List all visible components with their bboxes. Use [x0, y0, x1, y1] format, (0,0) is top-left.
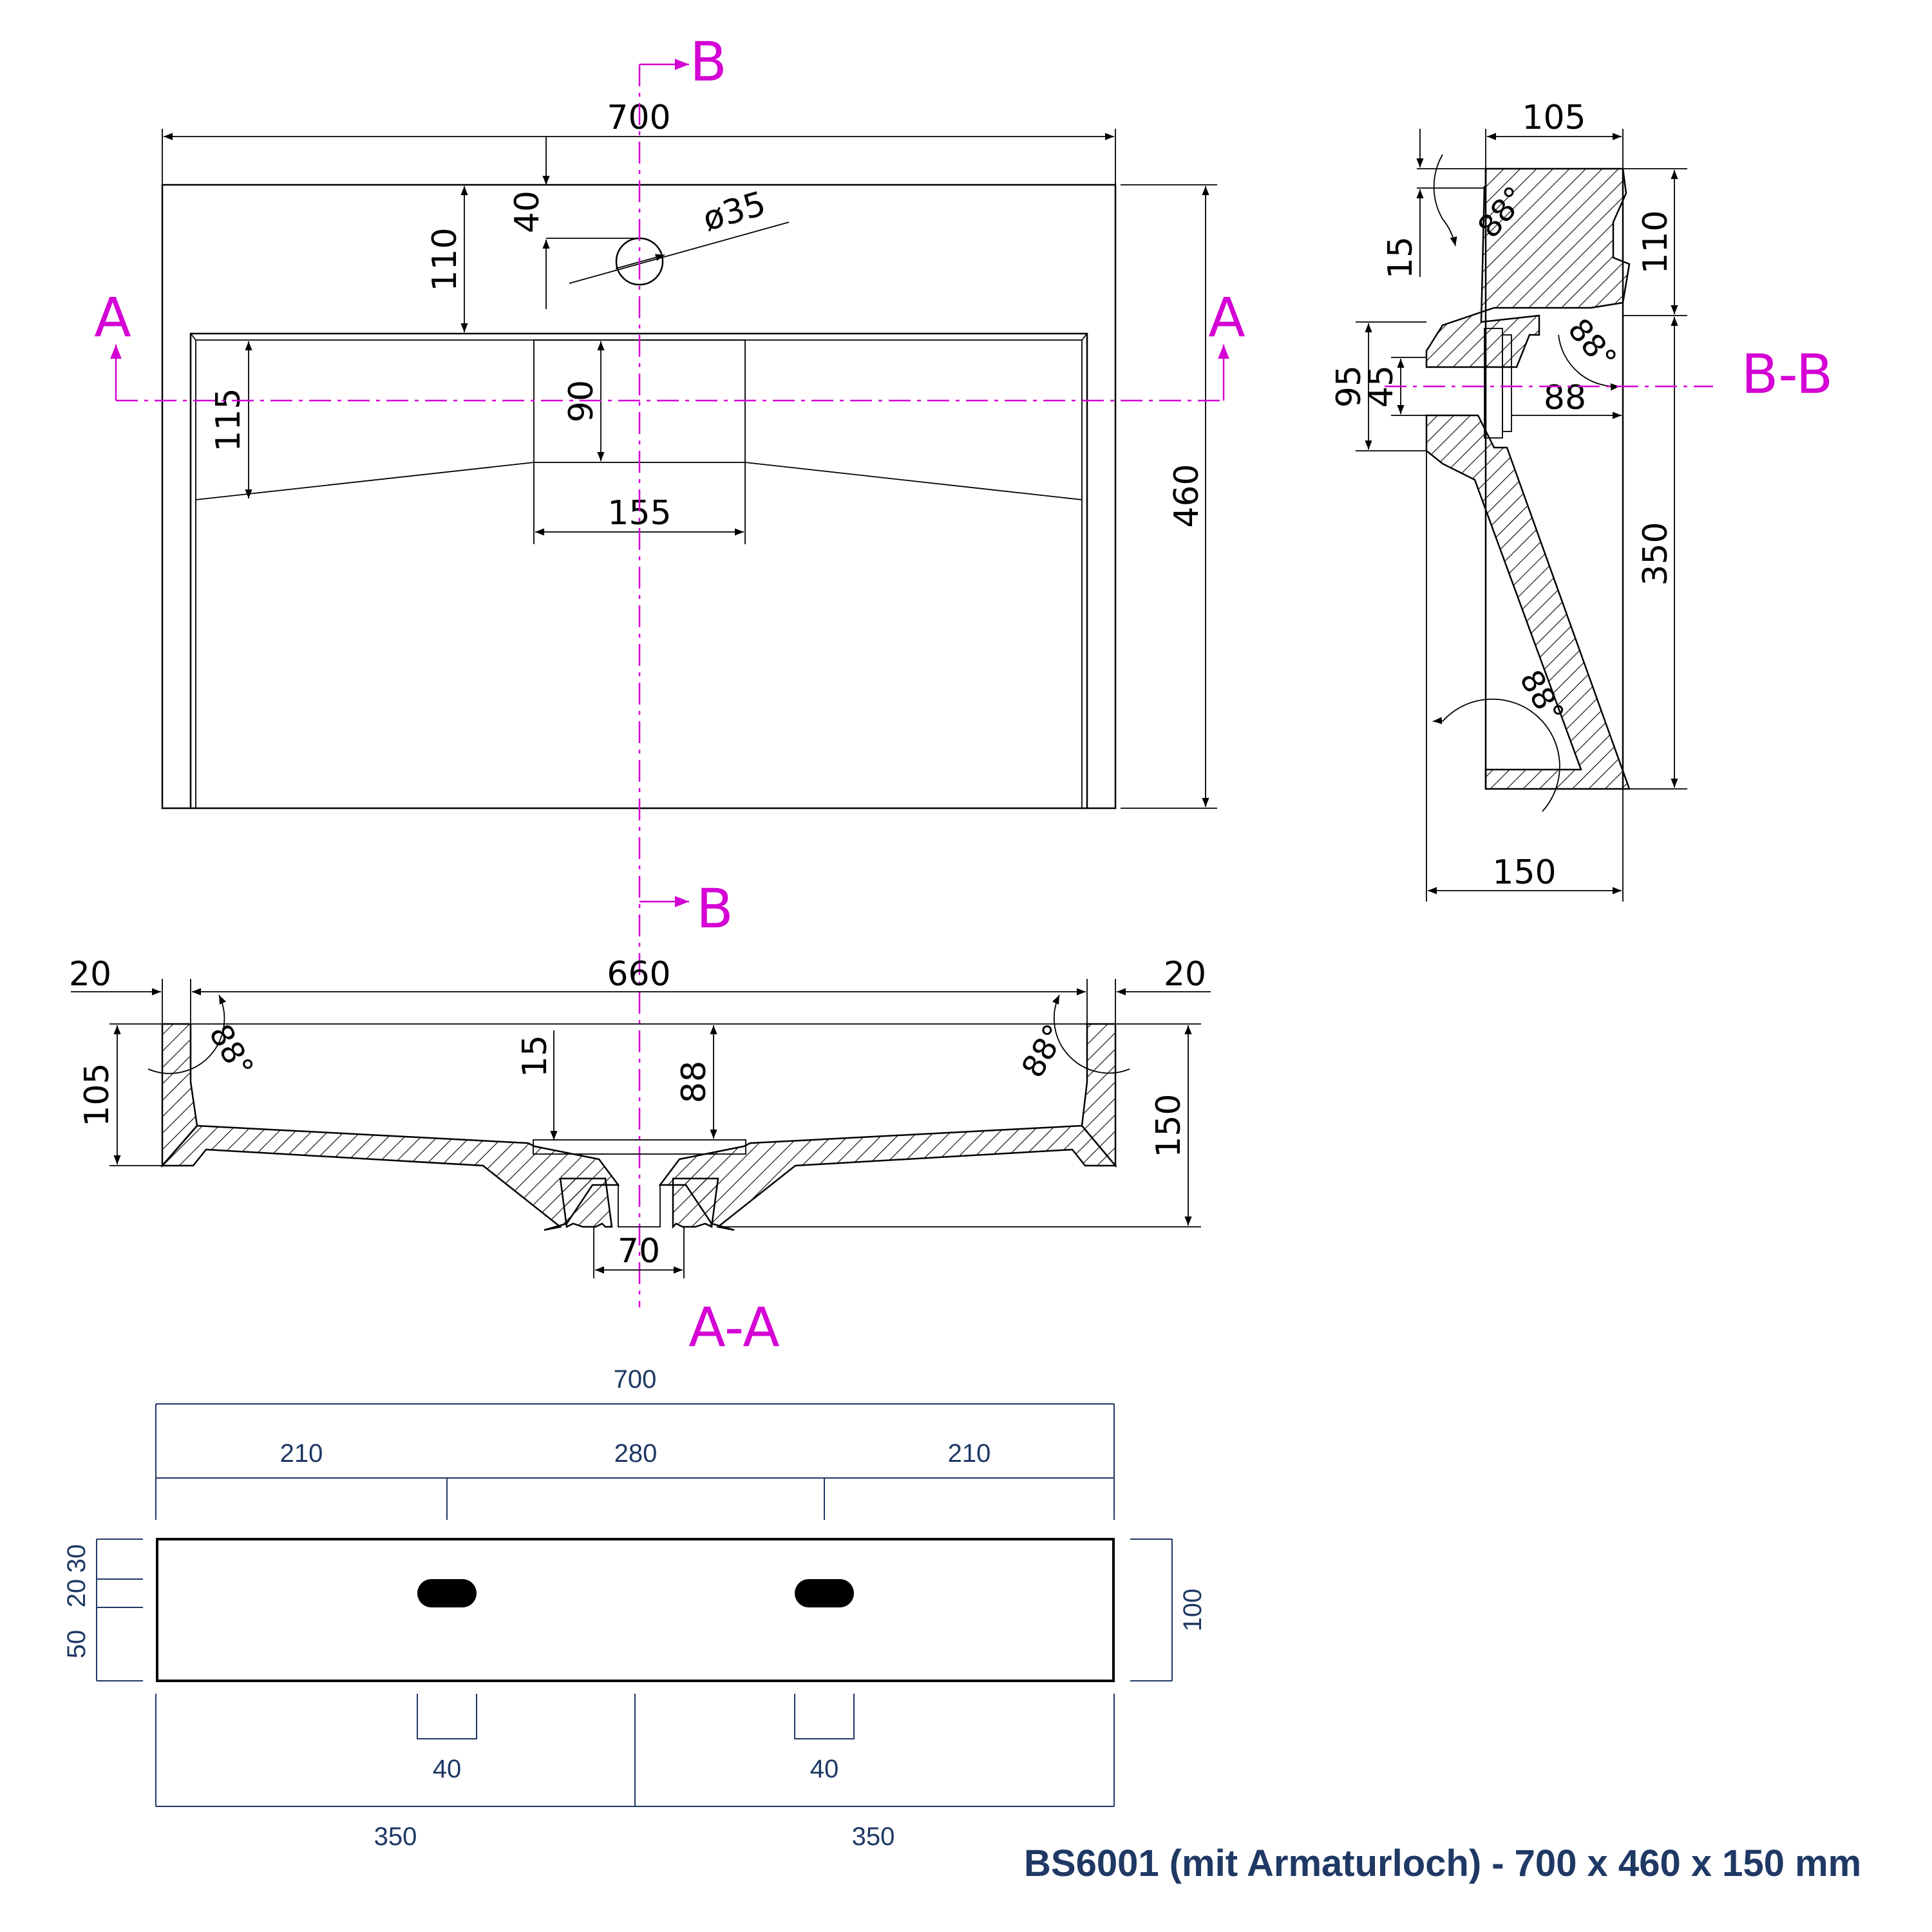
dim-aa-rim-right: 20: [1164, 955, 1206, 994]
dim-hole-to-top: 40: [508, 191, 547, 233]
drawing-title: BS6001 (mit Armaturloch) - 700 x 460 x 1…: [1024, 1842, 1862, 1884]
dim-bv-half-right: 350: [852, 1823, 895, 1851]
dim-bv-height-mid: 20: [62, 1579, 91, 1608]
dim-bv-overall-width: 700: [614, 1365, 657, 1394]
basin-inner-edge: [189, 332, 1088, 808]
dim-bb-top-thickness: 15: [1381, 236, 1420, 279]
dim-bb-drain-depth: 88: [1544, 379, 1586, 417]
section-mark-b-bottom: B: [696, 877, 734, 940]
dim-bb-upper-height: 110: [1636, 210, 1675, 274]
section-a-a: 20 660 20 105 150 15 88 70 88° 88: [69, 955, 1211, 1359]
section-aa-drain-right: [672, 1177, 719, 1229]
angle-aa-left: 88°: [202, 1018, 260, 1084]
angle-aa-right: 88°: [1015, 1018, 1074, 1084]
dim-faucet-offset: 110: [426, 227, 464, 291]
bottom-view-outline: [156, 1538, 1115, 1682]
angle-bb-mid: 88°: [1560, 312, 1624, 377]
dim-aa-inner-depth: 88: [675, 1061, 714, 1103]
dim-aa-total-height: 150: [1150, 1094, 1188, 1157]
dim-bv-slot-right: 40: [810, 1755, 839, 1783]
dim-aa-inner-width: 660: [607, 955, 670, 994]
dim-bv-seg-mid: 280: [614, 1439, 658, 1468]
section-aa-bottom-left: [160, 1124, 620, 1231]
dim-bv-height-total: 100: [1179, 1589, 1207, 1632]
dim-bv-slot-left: 40: [433, 1755, 462, 1783]
dim-aa-bottom-thickness: 15: [516, 1035, 554, 1077]
dim-top-height: 460: [1168, 464, 1206, 527]
dim-bv-height-bot: 50: [62, 1630, 91, 1659]
section-aa-drain-hole: [618, 1184, 661, 1227]
dim-aa-side-height: 105: [78, 1063, 117, 1126]
section-label-bb: B-B: [1741, 343, 1833, 406]
dim-bv-height-top: 30: [62, 1544, 91, 1573]
dim-aa-drain-width: 70: [618, 1232, 660, 1271]
section-mark-a-left: A: [94, 286, 131, 349]
bottom-view: 700 210 280 210 30 20 50 100 40 40: [62, 1365, 1207, 1851]
section-b-b: 105 15 110 350 95 45 88 150: [1330, 99, 1833, 902]
dim-bv-half-left: 350: [374, 1823, 417, 1851]
dim-bb-lower-height: 350: [1636, 522, 1675, 585]
dim-aa-rim-left: 20: [69, 955, 111, 994]
section-mark-a-right: A: [1208, 286, 1245, 349]
dim-bb-top-width: 105: [1522, 99, 1586, 137]
dim-bv-seg-left: 210: [280, 1439, 323, 1468]
section-aa-bottom-right: [658, 1124, 1117, 1231]
dim-bb-bottom-width: 150: [1492, 853, 1556, 892]
section-label-aa: A-A: [688, 1296, 780, 1359]
section-aa-drain-left: [559, 1177, 613, 1228]
dim-basin-depth-side: 115: [209, 388, 248, 451]
section-aa-drain-cover: [533, 1139, 746, 1155]
section-bb-lower-wall: [1425, 414, 1631, 790]
top-view: 700 460 110 40 ø35 115 90 155 A: [94, 30, 1245, 1307]
section-bb-top-rim: [1425, 167, 1631, 368]
dim-bb-drain-height: 95: [1330, 365, 1368, 408]
dim-bv-seg-right: 210: [948, 1439, 991, 1468]
section-mark-b-top: B: [690, 30, 727, 93]
bottom-view-slot-right: [795, 1579, 854, 1607]
bottom-view-slot-left: [417, 1579, 477, 1607]
